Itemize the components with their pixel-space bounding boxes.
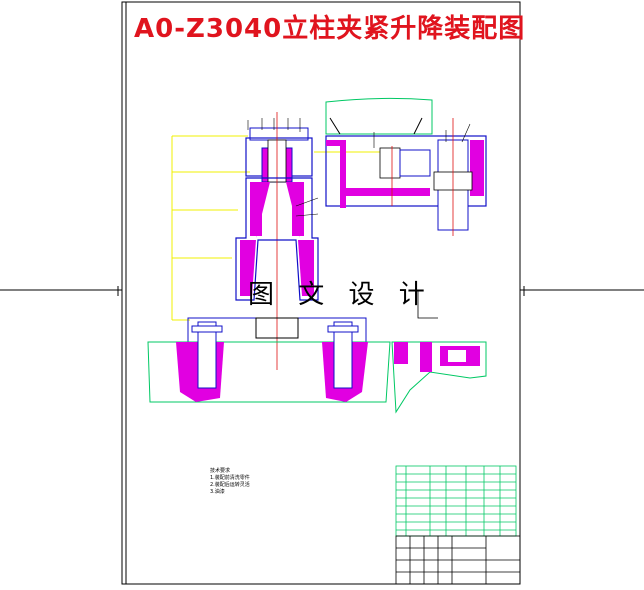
drawing-title: A0-Z3040立柱夹紧升降装配图: [134, 14, 526, 44]
gearbox-cover: [325, 97, 433, 135]
technical-notes-line: 3.油漆: [210, 489, 225, 495]
technical-notes-line: 1.装配前清洗零件: [210, 475, 250, 481]
dimension-lines: [171, 135, 392, 321]
parts-table: [395, 465, 517, 537]
gearbox-assembly: [325, 97, 487, 236]
gearbox-housing: [325, 135, 487, 207]
column-body: [235, 177, 319, 301]
section-view-right: [391, 290, 487, 414]
technical-notes-line: 2.装配后运转灵活: [210, 482, 250, 488]
title-block: [395, 535, 521, 585]
column-assembly: [147, 112, 392, 403]
technical-notes-line: 技术要求: [210, 468, 231, 474]
technical-notes: 技术要求 1.装配前清洗零件 2.装配后运转灵活 3.油漆: [210, 468, 250, 496]
watermark-text: 图 文 设 计: [248, 280, 433, 310]
